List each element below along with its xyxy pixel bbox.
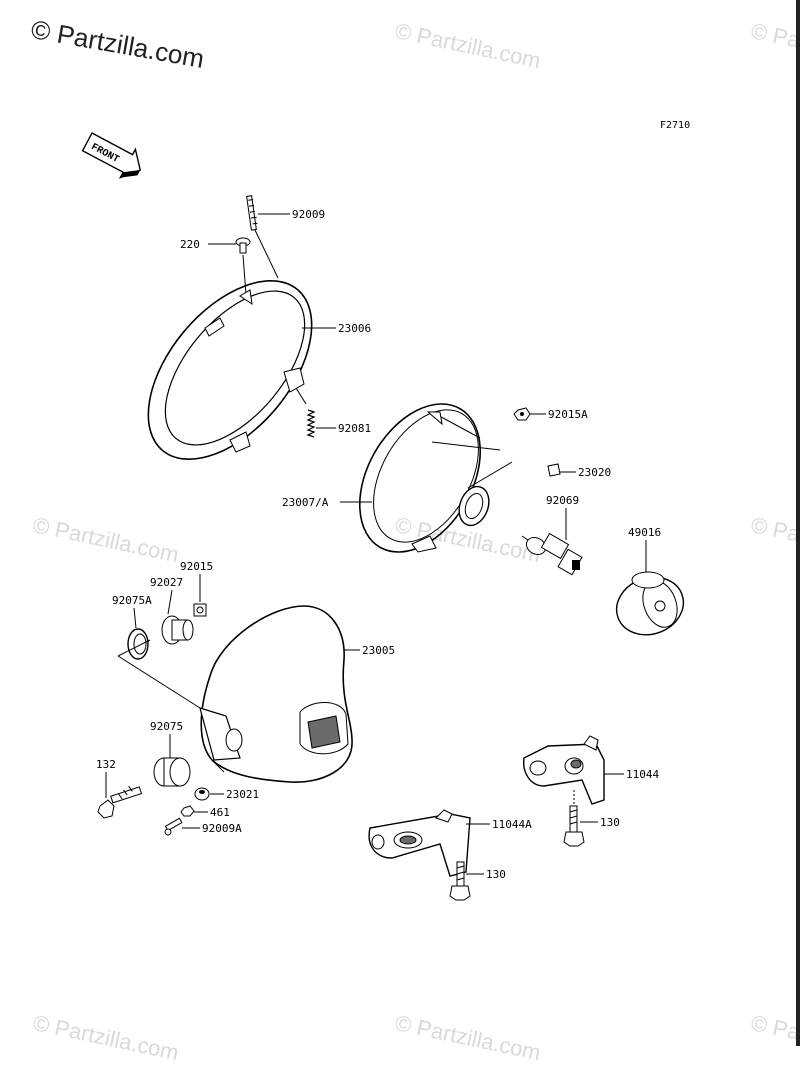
callout-132: 132 xyxy=(96,758,116,771)
callout-461: 461 xyxy=(210,806,230,819)
nut-92015A xyxy=(513,407,531,421)
washer-23021 xyxy=(194,787,210,801)
callout-11044A: 11044A xyxy=(492,818,532,831)
callout-220: 220 xyxy=(180,238,200,251)
callout-23007A: 23007/A xyxy=(282,496,329,509)
callout-92081: 92081 xyxy=(338,422,371,435)
callout-23006: 23006 xyxy=(338,322,371,335)
callout-130-right: 130 xyxy=(600,816,620,829)
callout-92015A: 92015A xyxy=(548,408,588,421)
nut-461 xyxy=(180,805,195,817)
callout-92009: 92009 xyxy=(292,208,325,221)
grommet-92075 xyxy=(153,757,191,787)
bulb-92069 xyxy=(521,532,583,576)
rubber-cover-49016 xyxy=(615,571,685,636)
screw-92009 xyxy=(246,195,258,231)
callout-92075: 92075 xyxy=(150,720,183,733)
callout-92009A: 92009A xyxy=(202,822,242,835)
callout-92075A: 92075A xyxy=(112,594,152,607)
callout-23005: 23005 xyxy=(362,644,395,657)
screw-92009A xyxy=(164,817,183,836)
bolt-132 xyxy=(97,785,143,819)
headlight-housing-23005 xyxy=(199,605,353,783)
callout-92015: 92015 xyxy=(180,560,213,573)
callout-11044: 11044 xyxy=(626,768,659,781)
headlight-unit-23007A xyxy=(358,403,513,553)
front-arrow-icon: FRONT xyxy=(81,132,142,179)
screw-220 xyxy=(235,237,251,254)
spring-92081 xyxy=(306,409,316,438)
nut-92015 xyxy=(193,603,207,617)
callout-49016: 49016 xyxy=(628,526,661,539)
callout-92069: 92069 xyxy=(546,494,579,507)
callout-92027: 92027 xyxy=(150,576,183,589)
bolt-130-lower xyxy=(449,861,471,901)
headlight-rim-23006 xyxy=(147,279,313,461)
page-edge xyxy=(796,0,800,1046)
bracket-11044A xyxy=(368,809,471,877)
figure-id: F2710 xyxy=(660,120,691,131)
bracket-11044 xyxy=(523,735,605,805)
clip-23020 xyxy=(547,463,561,477)
callout-130-lower: 130 xyxy=(486,868,506,881)
callout-23020: 23020 xyxy=(578,466,611,479)
bolt-130-right xyxy=(563,805,585,847)
collar-92027 xyxy=(161,615,194,645)
grommet-92075A xyxy=(127,628,149,660)
callout-23021: 23021 xyxy=(226,788,259,801)
